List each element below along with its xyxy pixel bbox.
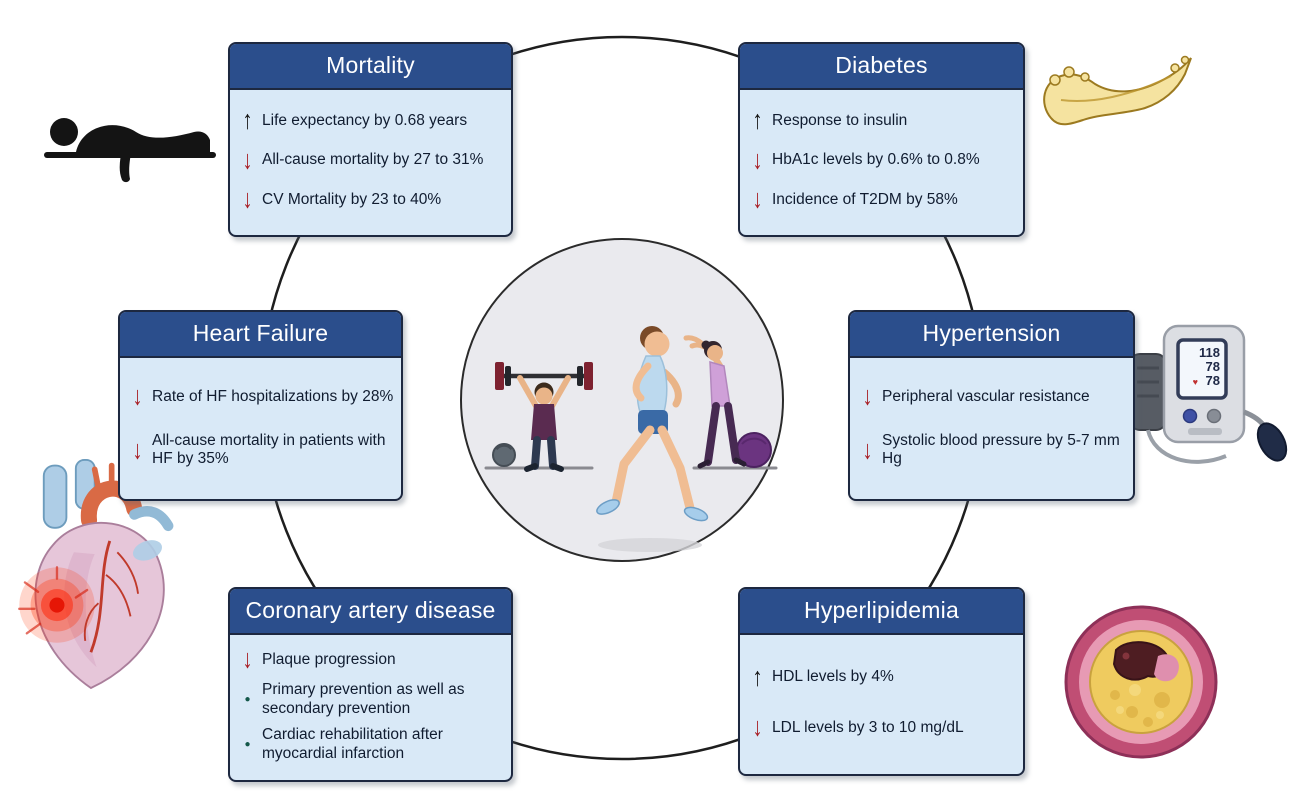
card-body: ↓ Rate of HF hospitalizations by 28% ↓ A… <box>120 358 401 499</box>
heart-icon <box>18 458 174 690</box>
list-item: ↓ HbA1c levels by 0.6% to 0.8% <box>750 146 1017 175</box>
bp-pulse-value: 78 <box>1206 373 1220 388</box>
card-hyperlipidemia: Hyperlipidemia ↑ HDL levels by 4% ↓ LDL … <box>738 587 1025 776</box>
list-item: ● Cardiac rehabilitation after myocardia… <box>240 726 505 763</box>
exercise-ball-icon <box>736 432 772 468</box>
pump-bulb-icon <box>1256 422 1288 462</box>
item-text: Cardiac rehabilitation after myocardial … <box>262 726 443 763</box>
card-title: Coronary artery disease <box>230 589 511 635</box>
card-title: Hypertension <box>850 312 1133 358</box>
down-arrow-icon: ↓ <box>862 435 873 465</box>
list-item: ↓ Plaque progression <box>240 645 505 675</box>
item-text: HDL levels by 4% <box>772 667 894 685</box>
down-arrow-icon: ↓ <box>752 185 763 215</box>
artery-plaque-icon <box>1064 605 1218 759</box>
exercise-circle <box>460 238 784 562</box>
bp-systolic-value: 118 <box>1199 345 1220 360</box>
item-text: HbA1c levels by 0.6% to 0.8% <box>772 151 980 169</box>
up-arrow-icon: ↑ <box>242 106 253 136</box>
runner-shadow <box>598 538 702 552</box>
running-shoe-icon <box>683 506 709 522</box>
list-item: ↓ All-cause mortality in patients with H… <box>130 432 395 469</box>
item-text: Primary prevention as well as secondary … <box>262 680 465 717</box>
card-title: Mortality <box>230 44 511 90</box>
kettlebell-icon <box>492 443 516 467</box>
blood-pressure-monitor-icon: 118 78 ♥ 78 <box>1130 324 1288 464</box>
down-arrow-icon: ↓ <box>132 435 143 465</box>
card-body: ↓ Plaque progression ● Primary preventio… <box>230 635 511 780</box>
card-diabetes: Diabetes ↑ Response to insulin ↓ HbA1c l… <box>738 42 1025 237</box>
card-title: Hyperlipidemia <box>740 589 1023 635</box>
down-arrow-icon: ↓ <box>242 645 253 675</box>
down-arrow-icon: ↓ <box>752 713 763 743</box>
item-text: LDL levels by 3 to 10 mg/dL <box>772 718 964 736</box>
card-coronary-artery-disease: Coronary artery disease ↓ Plaque progres… <box>228 587 513 782</box>
card-heart-failure: Heart Failure ↓ Rate of HF hospitalizati… <box>118 310 403 501</box>
runner-figure <box>596 326 709 522</box>
item-text: Incidence of T2DM by 58% <box>772 190 958 208</box>
list-item: ↓ Incidence of T2DM by 58% <box>750 185 1017 215</box>
stretching-figure <box>683 335 778 470</box>
up-arrow-icon: ↑ <box>752 106 763 136</box>
item-text: Systolic blood pressure by 5-7 mm Hg <box>882 431 1120 468</box>
card-hypertension: Hypertension ↓ Peripheral vascular resis… <box>848 310 1135 501</box>
card-title: Diabetes <box>740 44 1023 90</box>
list-item: ↓ Rate of HF hospitalizations by 28% <box>130 382 395 412</box>
running-shoe-icon <box>596 499 620 515</box>
item-text: All-cause mortality by 27 to 31% <box>262 151 484 169</box>
list-item: ↓ Systolic blood pressure by 5-7 mm Hg <box>860 432 1127 469</box>
item-text: Rate of HF hospitalizations by 28% <box>152 387 394 405</box>
down-arrow-icon: ↓ <box>242 185 253 215</box>
list-item: ↑ Response to insulin <box>750 106 1017 136</box>
card-mortality: Mortality ↑ Life expectancy by 0.68 year… <box>228 42 513 237</box>
card-body: ↑ Response to insulin ↓ HbA1c levels by … <box>740 90 1023 235</box>
bp-diastolic-value: 78 <box>1206 359 1220 374</box>
bullet-icon: ● <box>244 739 251 751</box>
down-arrow-icon: ↓ <box>242 146 253 175</box>
up-arrow-icon: ↑ <box>752 662 763 692</box>
list-item: ↓ CV Mortality by 23 to 40% <box>240 185 505 215</box>
card-body: ↑ HDL levels by 4% ↓ LDL levels by 3 to … <box>740 635 1023 774</box>
down-arrow-icon: ↓ <box>752 146 763 175</box>
list-item: ↑ Life expectancy by 0.68 years <box>240 106 505 136</box>
list-item: ↓ LDL levels by 3 to 10 mg/dL <box>750 713 1017 743</box>
list-item: ● Primary prevention as well as secondar… <box>240 681 505 718</box>
card-title: Heart Failure <box>120 312 401 358</box>
pulse-heart-icon: ♥ <box>1193 377 1198 387</box>
down-arrow-icon: ↓ <box>132 382 143 412</box>
weightlifter-figure <box>484 362 594 472</box>
item-text: Response to insulin <box>772 111 908 129</box>
list-item: ↑ HDL levels by 4% <box>750 663 1017 692</box>
item-text: CV Mortality by 23 to 40% <box>262 190 442 208</box>
list-item: ↓ All-cause mortality by 27 to 31% <box>240 146 505 175</box>
ischemia-glow <box>18 566 95 643</box>
item-text: Plaque progression <box>262 650 396 668</box>
pancreas-icon <box>1043 55 1192 126</box>
item-text: Life expectancy by 0.68 years <box>262 111 468 129</box>
list-item: ↓ Peripheral vascular resistance <box>860 382 1127 412</box>
card-body: ↓ Peripheral vascular resistance ↓ Systo… <box>850 358 1133 499</box>
down-arrow-icon: ↓ <box>862 382 873 412</box>
item-text: All-cause mortality in patients with HF … <box>152 431 386 468</box>
card-body: ↑ Life expectancy by 0.68 years ↓ All-ca… <box>230 90 511 235</box>
bullet-icon: ● <box>244 693 251 705</box>
mortality-icon <box>44 118 216 183</box>
item-text: Peripheral vascular resistance <box>882 387 1090 405</box>
